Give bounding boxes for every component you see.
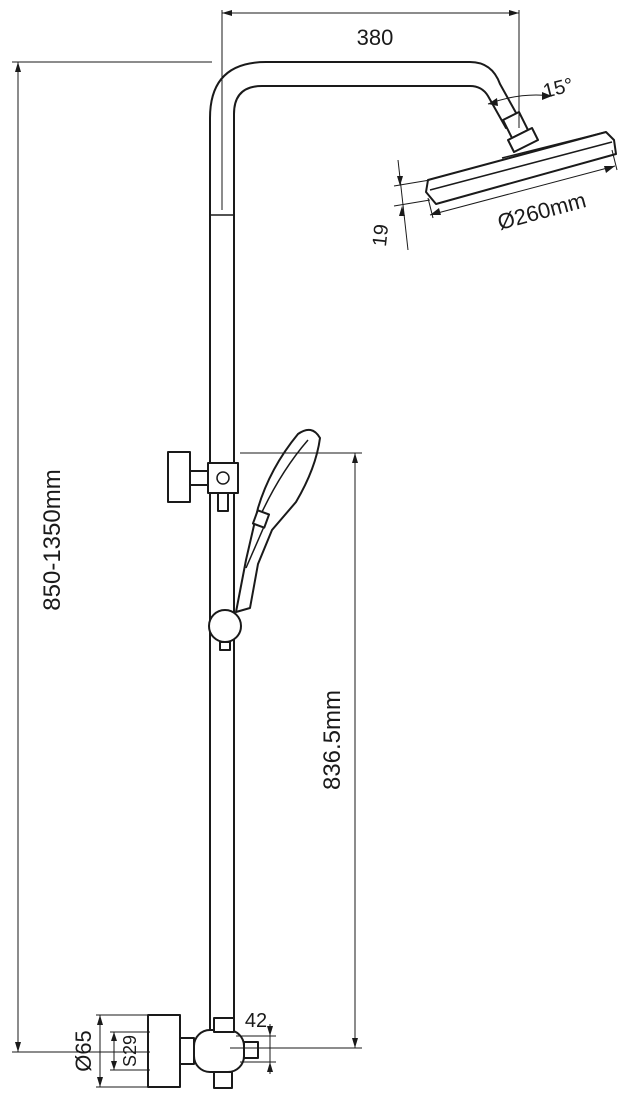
diverter-outlet [213,1071,233,1089]
dim-flange-diameter: Ø65 [71,1014,150,1088]
wall-flange [147,1014,181,1088]
dim-connector-size: S29 [110,1031,150,1071]
holder-knob [167,451,191,503]
connector-nut [179,1037,195,1065]
dim-flange-diameter-label: Ø65 [71,1030,96,1072]
bottom-diverter [147,1014,259,1089]
dim-total-height: 850-1350mm [12,61,212,1053]
head-neck [507,127,539,153]
overhead-arm [209,61,521,1049]
holder-screw [216,471,230,485]
dim-head-thickness-label: 19 [369,223,393,247]
holder-block [207,462,239,494]
dim-holder-height-label: 836.5mm [319,690,346,790]
diverter-side-port [243,1041,259,1059]
slide-holder [167,451,242,651]
dim-arm-reach-label: 380 [357,25,394,50]
hand-shower-handle-edge [245,521,267,569]
dim-outlet-spacing-label: 42 [245,1010,267,1032]
hand-shower [235,428,321,613]
dim-head-tilt-label: 15° [541,74,576,103]
dim-connector-size-label: S29 [120,1035,140,1067]
holder-arm-neck [189,470,209,486]
head-top-line [501,131,607,159]
dim-holder-height: 836.5mm [230,452,362,1049]
dim-head-thickness: 19 [369,159,431,251]
diverter-top-stub [213,1017,235,1033]
holder-knob-stem [217,492,229,512]
riser-and-arm [209,61,521,1049]
dim-outlet-spacing: 42 [236,1010,276,1074]
hand-shower-face [261,439,309,513]
dim-total-height-label: 850-1350mm [39,469,66,610]
head-face-line [429,141,613,191]
dim-arm-reach: 380 [221,10,520,210]
slider-clip [219,641,231,651]
hand-shower-button [251,509,271,529]
hand-shower-body [235,428,321,613]
riser-slider-ball [208,609,242,643]
rain-shower-head [425,111,617,205]
